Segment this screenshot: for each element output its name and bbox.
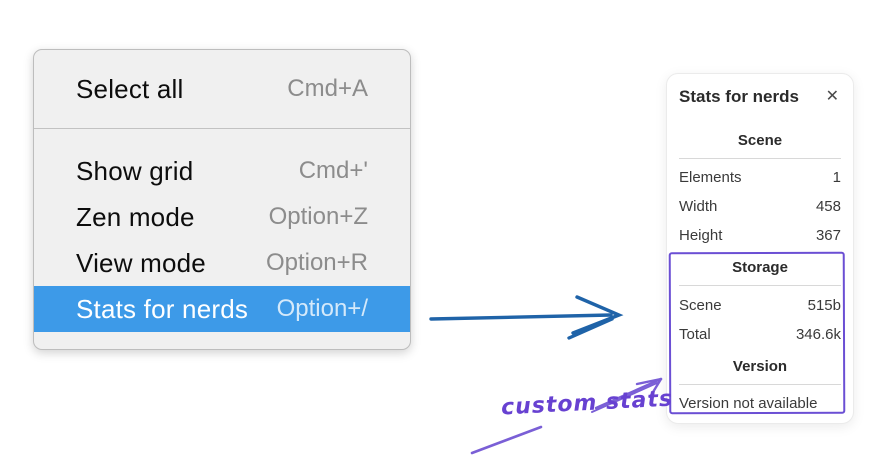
stat-row-height: Height 367	[679, 221, 841, 250]
menu-item-label: Show grid	[76, 155, 194, 186]
stat-label: Total	[679, 326, 711, 343]
menu-item-shortcut: Option+R	[265, 249, 368, 276]
section-header-scene: Scene	[737, 132, 783, 149]
stat-label: Scene	[679, 297, 722, 314]
menu-item-shortcut: Option+/	[276, 295, 368, 322]
stat-label: Elements	[679, 169, 742, 186]
menu-item-select-all[interactable]: Select all Cmd+A	[34, 66, 410, 112]
menu-item-view-mode[interactable]: View mode Option+R	[34, 240, 410, 286]
stat-label: Width	[679, 198, 718, 215]
menu-item-label: View mode	[76, 247, 206, 278]
section-divider	[679, 285, 841, 286]
menu-section: Show grid Cmd+' Zen mode Option+Z View m…	[34, 129, 410, 349]
menu-item-label: Zen mode	[76, 201, 195, 232]
menu-item-label: Stats for nerds	[76, 293, 249, 324]
close-icon[interactable]: ✕	[825, 88, 839, 105]
stat-value: 1	[832, 169, 841, 186]
annotation-label: custom stats	[500, 386, 674, 421]
stat-label: Height	[679, 227, 723, 244]
menu-section: Select all Cmd+A	[34, 50, 410, 128]
stats-panel-title: Stats for nerds	[679, 87, 799, 106]
stat-row-width: Width 458	[679, 192, 841, 221]
menu-item-zen-mode[interactable]: Zen mode Option+Z	[34, 194, 410, 240]
menu-item-shortcut: Cmd+'	[298, 157, 368, 184]
section-header-version: Version	[732, 358, 788, 375]
stat-value: 346.6k	[795, 326, 841, 343]
menu-item-stats-for-nerds[interactable]: Stats for nerds Option+/	[34, 286, 410, 332]
section-divider	[679, 384, 841, 385]
menu-item-shortcut: Cmd+A	[287, 75, 368, 102]
menu-item-shortcut: Option+Z	[268, 203, 368, 230]
stat-value: 458	[815, 198, 841, 215]
stat-row-elements: Elements 1	[679, 163, 841, 192]
context-menu: Select all Cmd+A Show grid Cmd+' Zen mod…	[33, 49, 411, 350]
section-header-storage: Storage	[732, 259, 788, 276]
stat-row-scene-size: Scene 515b	[679, 291, 841, 320]
section-divider	[679, 158, 841, 159]
menu-item-label: Select all	[76, 73, 184, 104]
stats-panel-header: Stats for nerds ✕	[679, 86, 841, 108]
storage-rows: Scene 515b Total 346.6k	[679, 291, 841, 349]
menu-divider	[34, 128, 410, 129]
flow-arrow	[429, 295, 624, 340]
menu-item-show-grid[interactable]: Show grid Cmd+'	[34, 148, 410, 194]
stat-value: 515b	[807, 297, 841, 314]
stats-panel: Stats for nerds ✕ Scene Elements 1 Width…	[666, 73, 854, 424]
stat-value: 367	[815, 227, 841, 244]
version-note: Version not available	[679, 395, 818, 412]
stat-row-total-size: Total 346.6k	[679, 320, 841, 349]
scene-rows: Elements 1 Width 458 Height 367	[679, 163, 841, 250]
